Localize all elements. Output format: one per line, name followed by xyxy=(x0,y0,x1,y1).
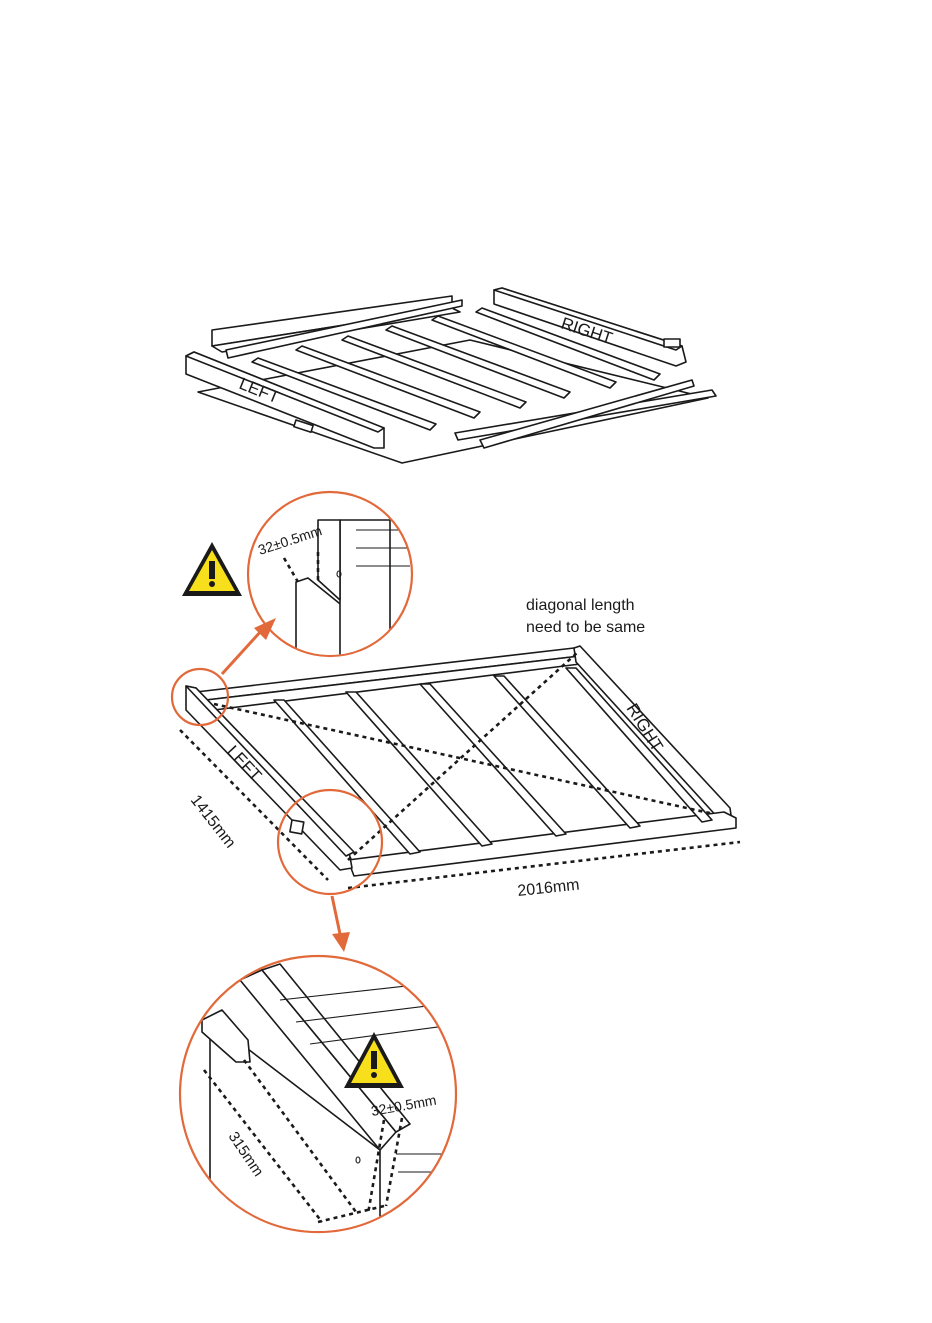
assembled-view: LEFT RIGHT 1415mm 2016mm diagonal length… xyxy=(172,597,740,952)
detail-top-dimension: 32±0.5mm xyxy=(256,522,324,558)
detail-bottom: 32±0.5mm 315mm xyxy=(180,956,460,1240)
detail-top-arrow xyxy=(222,630,262,674)
frame-left-connector xyxy=(290,820,304,834)
right-connector-block xyxy=(664,339,680,347)
warning-triangle-icon xyxy=(182,542,242,596)
exploded-view: LEFT RIGHT xyxy=(186,288,716,463)
diagonal-note-line2: need to be same xyxy=(526,619,645,636)
diagonal-note-line1: diagonal length xyxy=(526,597,635,614)
width-dimension-label: 1415mm xyxy=(187,792,239,852)
detail-top: 32±0.5mm xyxy=(182,492,412,674)
detail-bottom-arrow xyxy=(332,896,340,934)
length-dimension-label: 2016mm xyxy=(517,877,581,900)
frame-back-rail xyxy=(196,648,580,700)
